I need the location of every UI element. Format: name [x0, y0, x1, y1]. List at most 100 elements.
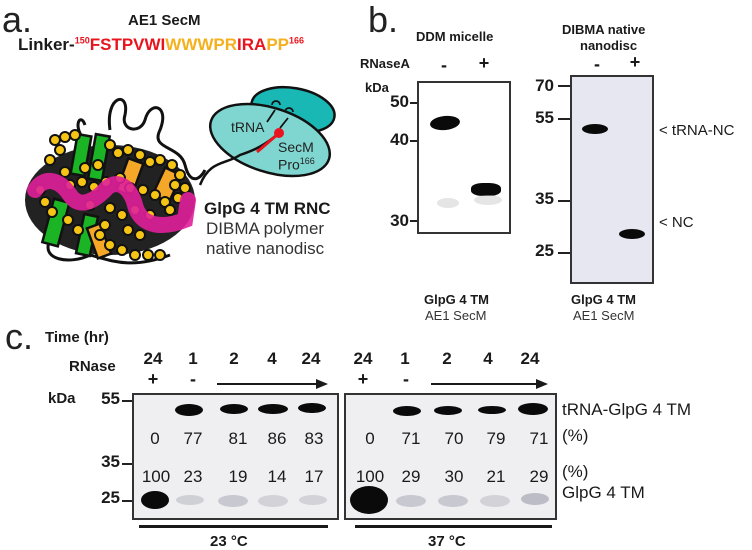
sequence-prefix: Linker- [18, 35, 75, 54]
panel-a-label: a. [2, 0, 33, 40]
pro-text: Pro [278, 156, 300, 173]
kda-label: kDa [48, 390, 76, 407]
c2-trna-pct-0: 0 [365, 429, 375, 448]
c2-trna-pct-1: 71 [401, 429, 421, 448]
ddm-band-trna-nc [429, 114, 461, 132]
c2-temperature: 37 °C [428, 533, 466, 550]
dibma-band-trna-nc [582, 124, 608, 134]
ddm-band-nc [471, 183, 501, 196]
c2-time-4: 24 [520, 349, 540, 368]
ddm-lane-plus: + [478, 53, 490, 73]
ddm-blot [417, 81, 511, 234]
c1-nc-pct-2: 19 [228, 467, 248, 486]
c1-trna-pct-2: 81 [228, 429, 248, 448]
c1-arrowhead-icon [316, 379, 328, 389]
rnc-caption-title: GlpG 4 TM RNC [204, 199, 331, 218]
c-marker-35: 35 [101, 452, 120, 471]
panel-b-label: b. [368, 0, 399, 40]
blot-37c: 0 71 70 79 71 100 29 30 21 29 [344, 393, 557, 520]
dibma-title-2: nanodisc [580, 38, 638, 53]
dibma-caption-line2: AE1 SecM [573, 308, 635, 323]
rnc-caption-line3: native nanodisc [206, 239, 325, 258]
c1-trna-pct-4: 83 [304, 429, 324, 448]
pro-num: 166 [299, 156, 315, 166]
c1-time-2: 2 [229, 349, 239, 368]
ddm-marker-30: 30 [390, 211, 409, 230]
blot-23c: 0 77 81 86 83 100 23 19 14 17 [132, 393, 339, 520]
c2-time-1: 1 [400, 349, 410, 368]
c-marker-55: 55 [101, 389, 120, 408]
c2-time-2: 2 [442, 349, 452, 368]
c1-rnase-minus: - [190, 369, 196, 389]
dibma-caption-line1: GlpG 4 TM [571, 292, 636, 307]
dibma-marker-55: 55 [535, 108, 554, 127]
ddm-marker-50: 50 [390, 92, 409, 111]
dibma-marker-35: 35 [535, 189, 554, 208]
c1-nc-pct-4: 17 [304, 467, 324, 486]
ddm-kda-label: kDa [365, 80, 389, 95]
c2-time-3: 4 [483, 349, 493, 368]
c1-rnase-plus: + [147, 369, 159, 389]
c2-arrowhead-icon [536, 379, 548, 389]
dibma-lane-minus: - [594, 54, 600, 74]
c1-time-3: 4 [267, 349, 277, 368]
seq-seg-2: IRA [237, 35, 267, 54]
c1-time-1: 1 [188, 349, 198, 368]
c2-temp-bar [355, 525, 552, 528]
seq-seg-0: FSTPVWI [89, 35, 166, 54]
c1-nc-pct-1: 23 [183, 467, 203, 486]
ddm-lane-minus: - [441, 55, 447, 75]
dibma-label-nc: < NC [659, 214, 694, 231]
sequence-end-num: 166 [289, 35, 305, 46]
dibma-band-nc [619, 229, 645, 239]
c2-trna-pct-2: 70 [444, 429, 464, 448]
c2-nc-pct-4: 29 [529, 467, 549, 486]
seq-seg-1: WWWPR [165, 35, 238, 54]
trna-label: tRNA [231, 119, 265, 135]
time-label: Time (hr) [45, 329, 109, 346]
nanodisc-cartoon [25, 97, 207, 265]
secm-sequence: Linker-150FSTPVWIWWWPRIRAPP166 [18, 35, 304, 55]
c-label-trna: tRNA-GlpG 4 TM [562, 400, 692, 419]
c2-trna-pct-4: 71 [529, 429, 549, 448]
c-marker-25: 25 [101, 488, 120, 507]
ddm-title: DDM micelle [416, 29, 494, 44]
c2-rnase-plus: + [357, 369, 369, 389]
c1-rnase-arrow [217, 383, 319, 385]
dibma-lane-plus: + [629, 52, 641, 72]
c2-trna-pct-3: 79 [486, 429, 506, 448]
dibma-marker-25: 25 [535, 241, 554, 260]
c1-temp-bar [139, 525, 328, 528]
c1-trna-pct-1: 77 [183, 429, 203, 448]
panel-a-title: AE1 SecM [128, 12, 201, 29]
c1-temperature: 23 °C [210, 533, 248, 550]
c2-nc-pct-3: 21 [486, 467, 506, 486]
c2-rnase-arrow [431, 383, 539, 385]
dibma-title-1: DIBMA native [562, 22, 646, 37]
c1-time-0: 24 [143, 349, 163, 368]
c2-time-0: 24 [353, 349, 373, 368]
rnase-label: RNase [69, 358, 116, 375]
c2-rnase-minus: - [403, 369, 409, 389]
panel-c-label: c. [5, 316, 34, 357]
ribosome-cartoon [198, 85, 336, 186]
dibma-blot [570, 75, 654, 284]
c1-trna-pct-3: 86 [267, 429, 287, 448]
c2-nc-pct-1: 29 [401, 467, 421, 486]
rnc-caption-line2: DIBMA polymer [206, 219, 325, 238]
dibma-marker-70: 70 [535, 76, 554, 95]
ddm-rnase-label: RNaseA [360, 56, 410, 71]
ddm-caption-line2: AE1 SecM [425, 308, 487, 323]
c1-nc-pct-3: 14 [267, 467, 287, 486]
c1-time-4: 24 [301, 349, 321, 368]
dibma-label-trna-nc: < tRNA-NC [659, 122, 735, 139]
c-label-pct2: (%) [562, 462, 589, 481]
pro-label: Pro166 [278, 156, 315, 173]
c1-nc-pct-0: 100 [141, 467, 171, 486]
c-label-nc: GlpG 4 TM [562, 483, 645, 502]
seq-seg-3: PP [266, 35, 290, 54]
c-label-pct1: (%) [562, 426, 589, 445]
c2-nc-pct-2: 30 [444, 467, 464, 486]
sequence-start-num: 150 [74, 35, 90, 46]
c2-nc-pct-0: 100 [355, 467, 385, 486]
